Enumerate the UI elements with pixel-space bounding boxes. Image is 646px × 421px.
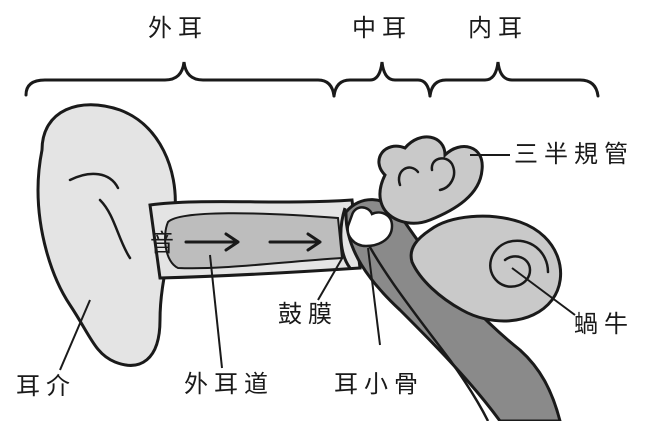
ossicles-label: 耳小骨 bbox=[334, 370, 424, 398]
eardrum-membrane bbox=[339, 207, 352, 269]
ear-canal-label: 外耳道 bbox=[184, 370, 274, 398]
semicircular-canal-loop bbox=[397, 157, 456, 192]
leader-ear-canal bbox=[209, 254, 223, 369]
eardrum-label: 鼓膜 bbox=[278, 300, 338, 328]
cochlea-label: 蝸牛 bbox=[574, 310, 634, 338]
semicircular-canals-label: 三半規管 bbox=[514, 140, 634, 168]
ear-canal-shape bbox=[164, 212, 344, 270]
sound-label: 音 bbox=[150, 229, 180, 257]
sound-arrow-1 bbox=[184, 232, 240, 252]
cochlea-spiral bbox=[489, 239, 550, 288]
sound-arrow-2 bbox=[268, 232, 322, 252]
brace-outer-ear bbox=[24, 61, 336, 98]
auricle-shape bbox=[36, 103, 177, 367]
leader-cochlea bbox=[511, 267, 576, 316]
leader-ossicles bbox=[367, 247, 381, 346]
outer-ear-label: 外耳 bbox=[148, 14, 208, 42]
semicircular-canals-shape bbox=[377, 135, 484, 225]
brace-middle-ear bbox=[332, 61, 432, 98]
auricle-fold bbox=[68, 172, 132, 260]
inner-ear-label: 内耳 bbox=[468, 14, 528, 42]
brace-inner-ear bbox=[428, 61, 600, 98]
ossicles-shape bbox=[346, 206, 394, 248]
leader-auricle bbox=[59, 299, 91, 371]
tube-inner bbox=[360, 231, 490, 421]
leader-eardrum bbox=[317, 254, 345, 301]
middle-ear-label: 中耳 bbox=[352, 14, 412, 42]
auricle-label: 耳介 bbox=[16, 372, 76, 400]
